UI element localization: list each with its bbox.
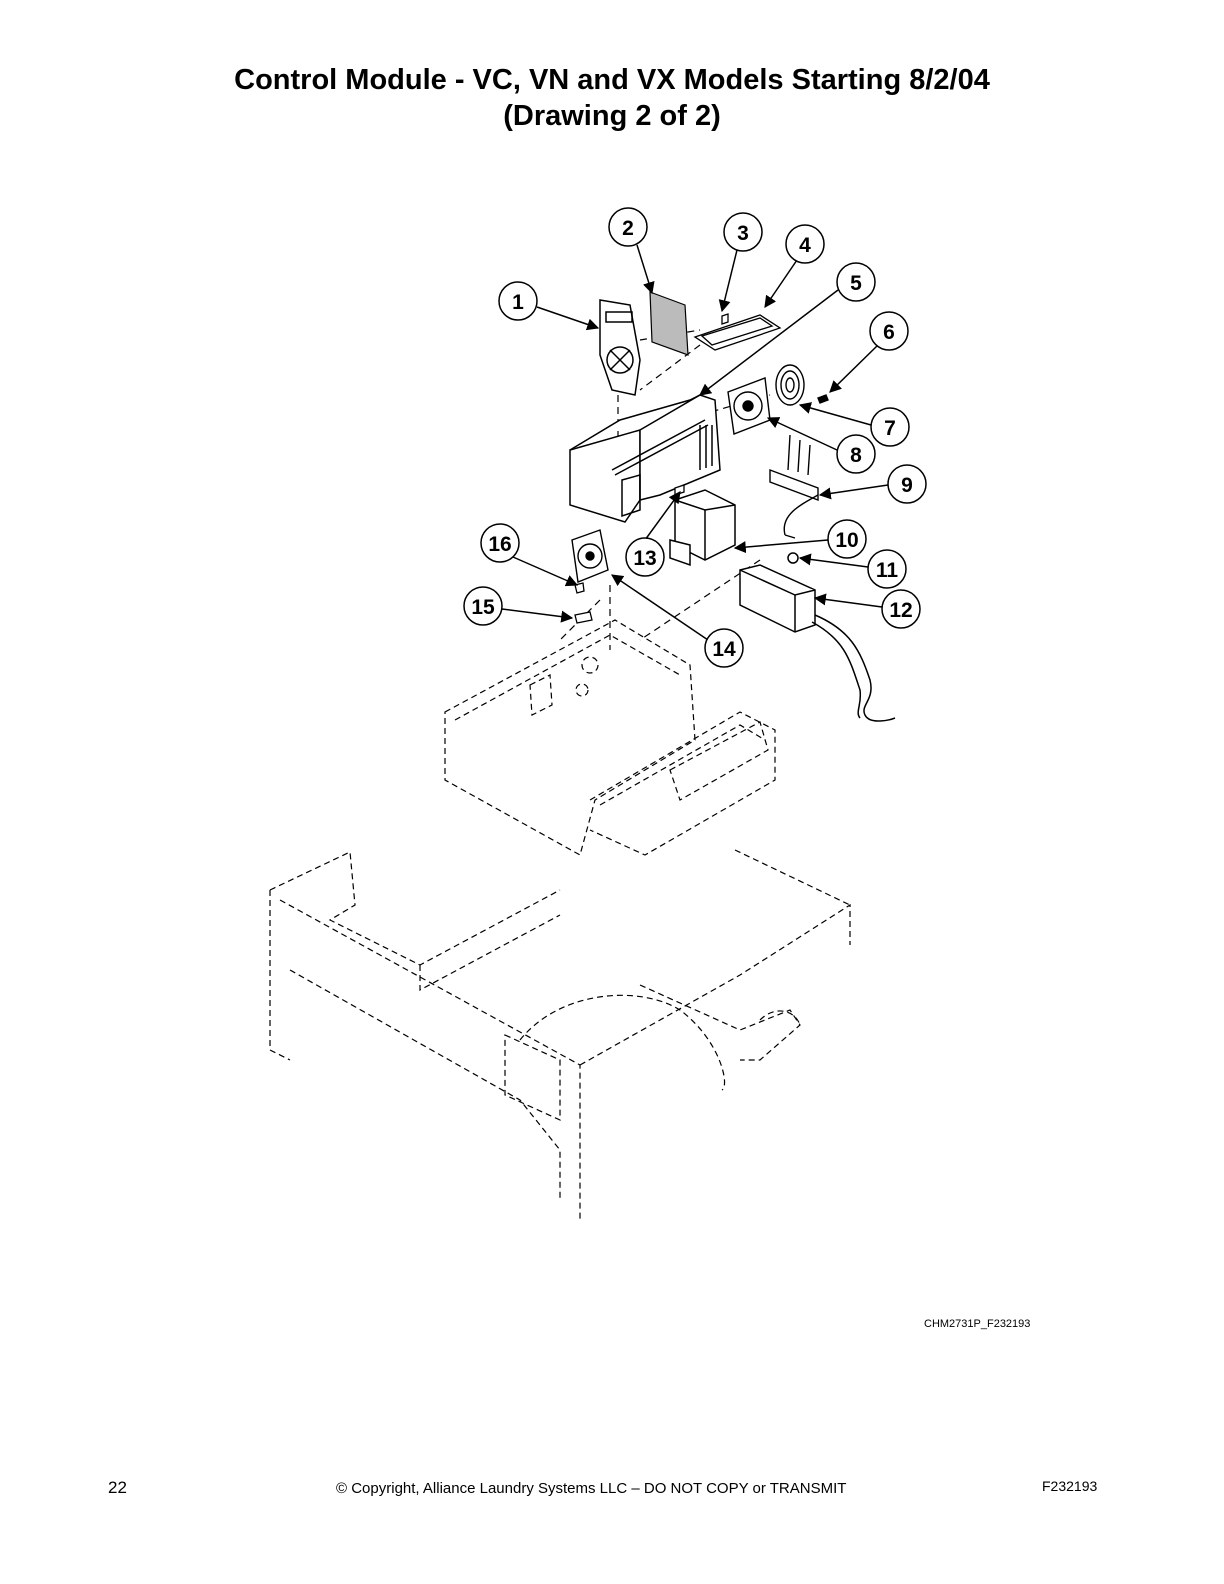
callout-circle-11	[867, 549, 907, 589]
callout-7: 7	[884, 417, 896, 440]
fan-assembly-part	[727, 364, 829, 435]
document-code: F232193	[1042, 1478, 1098, 1494]
callout-circle-7	[870, 407, 910, 447]
callout-circle-2	[608, 207, 648, 247]
control-bracket-part	[569, 394, 721, 523]
drawing-id: CHM2731P_F232193	[924, 1318, 1031, 1330]
copyright-notice: © Copyright, Alliance Laundry Systems LL…	[336, 1480, 847, 1497]
callout-5: 5	[850, 272, 862, 295]
callout-12: 12	[889, 599, 912, 622]
leader-arrows	[501, 244, 889, 641]
callout-15: 15	[471, 596, 495, 619]
callout-circle-9	[887, 464, 927, 504]
lower-fan-part	[571, 529, 609, 583]
callout-circle-5	[836, 262, 876, 302]
callout-8: 8	[850, 444, 862, 467]
callout-9: 9	[901, 474, 913, 497]
callout-4: 4	[799, 234, 811, 257]
membrane-sheet-part	[649, 291, 689, 356]
control-module-part	[739, 552, 896, 722]
callout-circle-3	[723, 212, 763, 252]
page-number: 22	[108, 1478, 127, 1497]
callout-circle-10	[827, 519, 867, 559]
callout-circle-4	[785, 224, 825, 264]
callout-14: 14	[712, 638, 736, 661]
callout-circle-15	[463, 586, 503, 626]
callout-2: 2	[622, 217, 634, 240]
page-title: Control Module - VC, VN and VX Models St…	[234, 64, 990, 96]
line-filter-part	[769, 434, 819, 539]
callout-1: 1	[512, 291, 524, 314]
callout-circle-14	[704, 628, 744, 668]
callout-circle-8	[836, 434, 876, 474]
control-overlay-part	[599, 299, 641, 396]
machine-frame	[269, 849, 851, 1220]
callout-circle-6	[869, 311, 909, 351]
callout-circles	[463, 207, 927, 668]
callout-6: 6	[883, 321, 895, 344]
transformer-part	[669, 489, 736, 567]
cover-plate-part	[693, 314, 782, 351]
callout-circle-16	[480, 523, 520, 563]
callout-10: 10	[835, 529, 858, 552]
callout-11: 11	[876, 559, 899, 582]
callout-circle-12	[881, 589, 921, 629]
callout-13: 13	[633, 547, 656, 570]
callout-3: 3	[737, 222, 749, 245]
callout-16: 16	[488, 533, 511, 556]
callout-circle-13	[625, 537, 665, 577]
callout-numbers: 1 2 3 4 5 6 7 8 9 10 11 12 13 14 15 16	[471, 217, 913, 661]
callout-circle-1	[498, 281, 538, 321]
page-subtitle: (Drawing 2 of 2)	[503, 100, 721, 132]
control-tray	[444, 619, 776, 856]
